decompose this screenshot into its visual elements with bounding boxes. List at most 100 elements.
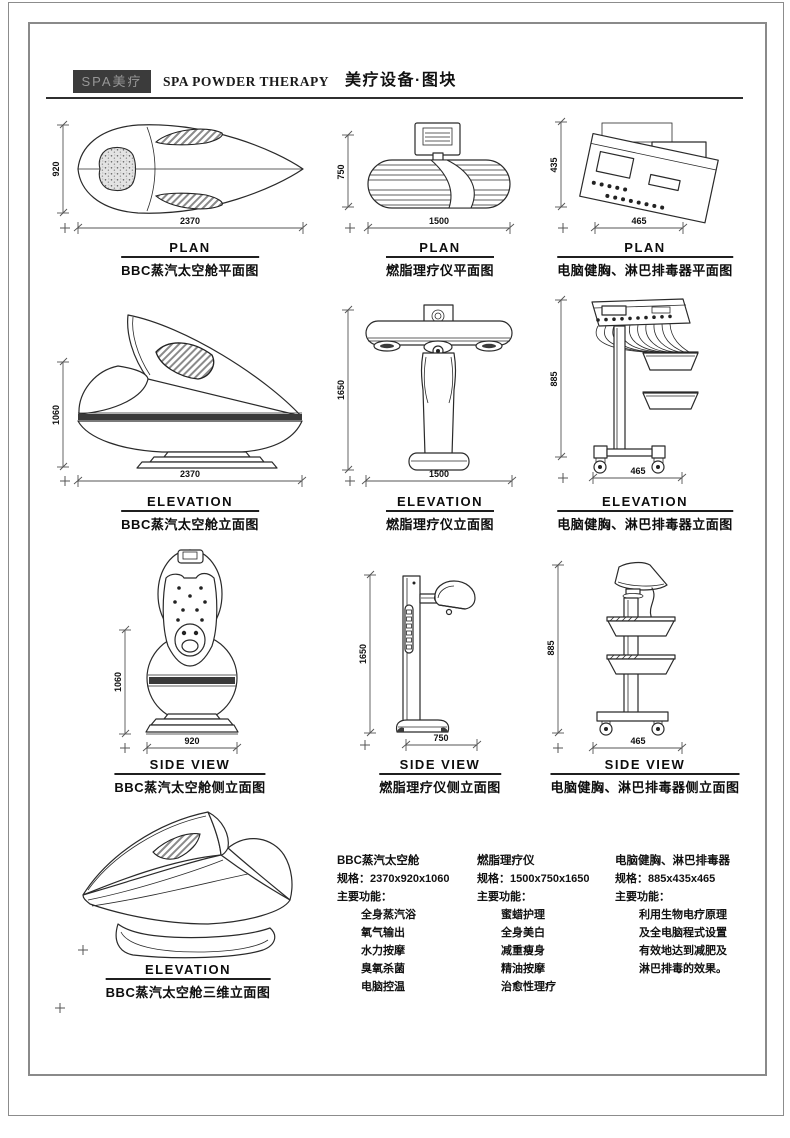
lymph-device-side-drawing: 885 465 [546,560,687,754]
dim-horizontal: 1500 [361,469,517,487]
spec-feature: 氧气输出 [361,927,405,939]
spec-title: 电脑健胸、淋巴排毒器 [615,855,730,867]
svg-text:885: 885 [546,640,556,655]
spec-feature: 水力按摩 [361,945,405,957]
svg-text:920: 920 [184,736,199,746]
spec-features-label: 主要功能： [477,891,532,903]
view-label: ELEVATION [385,494,495,512]
svg-text:435: 435 [549,157,559,172]
plus-mark [120,743,130,753]
dim-vertical: 1650 [358,570,376,737]
caption-bbc-elevation: ELEVATION BBC蒸汽太空舱立面图 [121,494,259,533]
caption-text: 电脑健胸、淋巴排毒器立面图 [557,517,733,532]
caption-lymph-plan: PLAN 电脑健胸、淋巴排毒器平面图 [557,240,733,279]
caption-lymph-elevation: ELEVATION 电脑健胸、淋巴排毒器立面图 [557,494,733,533]
dim-horizontal: 2370 [73,216,308,234]
plus-mark [558,473,568,483]
register-mark [55,1003,65,1013]
caption-fatburner-plan: PLAN 燃脂理疗仪平面图 [385,240,495,279]
view-label: PLAN [121,240,259,258]
svg-text:750: 750 [336,164,346,179]
bbc-capsule-elevation-drawing: 1060 2370 [51,314,307,487]
dim-horizontal: 465 [590,216,688,234]
view-label: SIDE VIEW [379,757,501,775]
spec-feature: 电脑控温 [361,981,405,993]
outer-border [8,2,784,1116]
spec-size: 规格：2370x920x1060 [337,873,450,885]
plus-mark [60,223,70,233]
svg-text:1060: 1060 [113,672,123,692]
svg-text:1650: 1650 [336,380,346,400]
spec-block-fatburner: 燃脂理疗仪 规格：1500x750x1650 主要功能： 蜜蜡护理 全身美白 减… [477,852,622,996]
fat-burner-plan-drawing: 750 1500 [336,122,515,234]
bbc-capsule-side-drawing: 1060 920 [113,549,242,754]
svg-text:920: 920 [51,161,61,176]
dim-vertical: 920 [51,120,69,217]
dim-vertical: 885 [546,560,564,737]
spec-feature: 利用生物电疗原理 [639,909,727,921]
view-label: PLAN [385,240,495,258]
dim-horizontal: 1500 [363,216,515,234]
spec-size: 规格：1500x750x1650 [477,873,590,885]
caption-text: 燃脂理疗仪平面图 [385,263,495,278]
dim-horizontal: 750 [401,733,482,751]
plus-mark [345,476,355,486]
view-label: SIDE VIEW [114,757,266,775]
caption-text: BBC蒸汽太空舱立面图 [121,517,259,532]
bbc-capsule-plan-drawing: 920 2370 [51,120,308,234]
spec-size: 规格：885x435x465 [615,873,716,885]
svg-text:2370: 2370 [180,469,200,479]
svg-text:1500: 1500 [429,469,449,479]
plus-mark [60,476,70,486]
spec-title: 燃脂理疗仪 [477,855,535,867]
dim-horizontal: 920 [142,736,242,754]
spec-features-label: 主要功能： [615,891,670,903]
caption-bbc-3d: ELEVATION BBC蒸汽太空舱三维立面图 [105,962,271,1001]
caption-text: 燃脂理疗仪立面图 [385,517,495,532]
spec-block-bbc: BBC蒸汽太空舱 规格：2370x920x1060 主要功能： 全身蒸汽浴 氧气… [337,852,482,996]
sheet-title-en: SPA POWDER THERAPY [163,74,330,89]
caption-fatburner-side: SIDE VIEW 燃脂理疗仪侧立面图 [379,757,501,796]
spec-feature: 全身蒸汽浴 [361,909,416,921]
caption-bbc-plan: PLAN BBC蒸汽太空舱平面图 [121,240,259,279]
spec-feature: 淋巴排毒的效果。 [639,963,727,975]
caption-fatburner-elevation: ELEVATION 燃脂理疗仪立面图 [385,494,495,533]
spec-feature: 治愈性理疗 [501,981,556,993]
svg-text:885: 885 [549,371,559,386]
lymph-device-elevation-drawing: 885 465 [549,295,699,484]
view-label: SIDE VIEW [550,757,740,775]
spec-features-label: 主要功能： [337,891,392,903]
caption-text: BBC蒸汽太空舱三维立面图 [105,985,271,1000]
svg-text:1650: 1650 [358,644,368,664]
svg-text:1500: 1500 [429,216,449,226]
dim-horizontal: 2370 [73,469,307,487]
plus-mark [360,740,370,750]
dim-horizontal: 465 [588,466,687,484]
fat-burner-side-drawing: 1650 750 [358,570,482,751]
dim-vertical: 1060 [113,625,131,738]
spec-feature: 蜜蜡护理 [501,909,545,921]
view-label: PLAN [557,240,733,258]
plus-mark [78,945,88,955]
view-label: ELEVATION [121,494,259,512]
svg-text:465: 465 [630,466,645,476]
svg-text:750: 750 [433,733,448,743]
dim-vertical: 1060 [51,357,69,471]
caption-text: 电脑健胸、淋巴排毒器侧立面图 [550,780,740,795]
spec-feature: 有效地达到减肥及 [639,945,727,957]
spec-feature: 及全电脑程式设置 [639,927,727,939]
fat-burner-elevation-drawing: 1650 1500 [336,304,517,487]
plus-mark [558,223,568,233]
caption-text: 电脑健胸、淋巴排毒器平面图 [557,263,733,278]
dim-horizontal: 465 [588,736,687,754]
dim-vertical: 750 [336,130,354,211]
svg-text:2370: 2370 [180,216,200,226]
plus-mark [345,223,355,233]
caption-text: BBC蒸汽太空舱侧立面图 [114,780,266,795]
plus-mark [553,743,563,753]
lymph-device-plan-drawing: 435 465 [549,117,719,234]
caption-bbc-side: SIDE VIEW BBC蒸汽太空舱侧立面图 [114,757,266,796]
header-rule [46,97,743,99]
svg-text:465: 465 [630,736,645,746]
